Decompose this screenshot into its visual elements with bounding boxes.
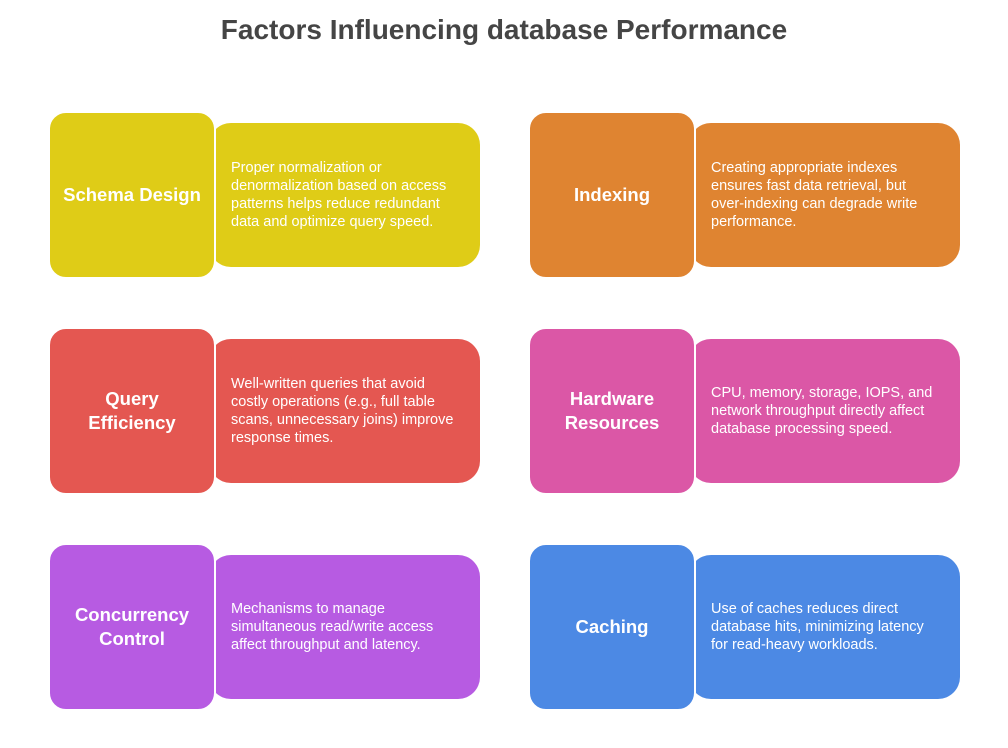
factor-heading: Caching [528, 543, 696, 711]
factor-description: Well-written queries that avoid costly o… [209, 339, 480, 483]
factor-description: Proper normalization or denormalization … [209, 123, 480, 267]
factor-description: Use of caches reduces direct database hi… [689, 555, 960, 699]
factor-heading: Concurrency Control [48, 543, 216, 711]
factor-heading: Schema Design [48, 111, 216, 279]
factor-description: Creating appropriate indexes ensures fas… [689, 123, 960, 267]
factor-card-query-efficiency: Well-written queries that avoid costly o… [48, 327, 481, 495]
factor-card-caching: Use of caches reduces direct database hi… [528, 543, 961, 711]
factor-card-schema-design: Proper normalization or denormalization … [48, 111, 481, 279]
factor-card-concurrency-control: Mechanisms to manage simultaneous read/w… [48, 543, 481, 711]
diagram-title: Factors Influencing database Performance [220, 14, 788, 45]
factor-card-hardware-resources: CPU, memory, storage, IOPS, and network … [528, 327, 961, 495]
factor-description: Mechanisms to manage simultaneous read/w… [209, 555, 480, 699]
factor-heading: Indexing [528, 111, 696, 279]
factor-card-indexing: Creating appropriate indexes ensures fas… [528, 111, 961, 279]
factor-description: CPU, memory, storage, IOPS, and network … [689, 339, 960, 483]
factor-heading: Query Efficiency [48, 327, 216, 495]
factor-heading: Hardware Resources [528, 327, 696, 495]
